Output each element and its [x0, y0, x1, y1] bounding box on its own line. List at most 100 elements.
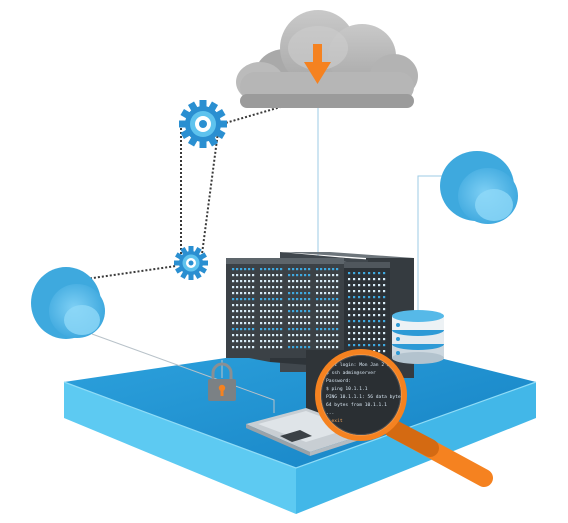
rack-light	[316, 268, 319, 271]
rack-light	[296, 316, 299, 319]
rack-light	[316, 328, 319, 331]
rack-light	[378, 308, 381, 311]
rack-light	[336, 328, 339, 331]
rack-light	[332, 280, 335, 283]
rack-light	[240, 280, 243, 283]
rack-light	[300, 268, 303, 271]
rack-light	[236, 292, 239, 295]
rack-light	[276, 310, 279, 313]
rack-light	[332, 334, 335, 337]
rack-light	[378, 332, 381, 335]
rack-light	[268, 316, 271, 319]
rack-light	[252, 280, 255, 283]
terminal-line: $ ssh admin@server	[326, 370, 376, 376]
rack-light	[363, 296, 366, 299]
rack-light	[348, 326, 351, 329]
rack-light	[288, 280, 291, 283]
rack-light	[383, 350, 386, 353]
blob-left	[31, 267, 105, 339]
rack-light	[324, 334, 327, 337]
rack-light	[232, 268, 235, 271]
rack-light	[288, 334, 291, 337]
rack-light	[304, 280, 307, 283]
rack-light	[320, 340, 323, 343]
rack-light	[383, 320, 386, 323]
rack-light	[292, 274, 295, 277]
rack-light	[276, 292, 279, 295]
rack-light	[276, 322, 279, 325]
rack-light	[252, 268, 255, 271]
rack-light	[248, 274, 251, 277]
rack-light	[332, 316, 335, 319]
rack-light	[373, 326, 376, 329]
rack-light	[276, 346, 279, 349]
rack-light	[240, 292, 243, 295]
server-rack-lights	[232, 268, 386, 353]
rack-light	[232, 274, 235, 277]
rack-light	[232, 334, 235, 337]
rack-light	[240, 340, 243, 343]
rack-light	[236, 334, 239, 337]
rack-light	[320, 268, 323, 271]
rack-light	[383, 296, 386, 299]
rack-light	[336, 292, 339, 295]
cloud-icon	[236, 10, 418, 108]
rack-light	[248, 292, 251, 295]
rack-light	[268, 310, 271, 313]
rack-light	[332, 286, 335, 289]
rack-light	[232, 280, 235, 283]
blob-to-laptop-line	[91, 333, 275, 413]
rack-light	[358, 290, 361, 293]
rack-light	[264, 346, 267, 349]
rack-light	[368, 332, 371, 335]
rack-light	[320, 310, 323, 313]
rack-light	[248, 286, 251, 289]
rack-light	[300, 340, 303, 343]
rack-light	[288, 292, 291, 295]
rack-light	[368, 326, 371, 329]
rack-light	[373, 290, 376, 293]
rack-light	[363, 344, 366, 347]
rack-light	[292, 316, 295, 319]
rack-light	[264, 268, 267, 271]
rack-light	[348, 332, 351, 335]
rack-light	[236, 304, 239, 307]
rack-light	[288, 328, 291, 331]
rack-light	[328, 340, 331, 343]
rack-light	[268, 274, 271, 277]
rack-light	[260, 322, 263, 325]
rack-light	[268, 280, 271, 283]
rack-light	[332, 322, 335, 325]
rack-light	[328, 280, 331, 283]
rack-light	[308, 268, 311, 271]
rack-light	[280, 346, 283, 349]
rack-light	[272, 346, 275, 349]
rack-light	[324, 310, 327, 313]
rack-light	[280, 316, 283, 319]
blob-to-database-line	[417, 175, 446, 310]
rack-light	[252, 322, 255, 325]
rack-light	[232, 304, 235, 307]
rack-light	[252, 310, 255, 313]
rack-light	[308, 322, 311, 325]
rack-light	[280, 268, 283, 271]
rack-light	[353, 284, 356, 287]
rack-light	[332, 328, 335, 331]
rack-light	[292, 340, 295, 343]
rack-light	[320, 328, 323, 331]
rack-light	[268, 346, 271, 349]
rack-light	[280, 310, 283, 313]
rack-light	[316, 310, 319, 313]
rack-light	[368, 308, 371, 311]
rack-light	[236, 322, 239, 325]
rack-light	[336, 346, 339, 349]
rack-light	[252, 340, 255, 343]
rack-light	[336, 286, 339, 289]
terminal-line: 64 bytes from 10.1.1.1	[326, 402, 387, 408]
rack-light	[336, 310, 339, 313]
rack-light	[358, 296, 361, 299]
laptop-trackpad	[280, 430, 312, 442]
rack-light	[383, 308, 386, 311]
rack-light	[264, 292, 267, 295]
rack-light	[248, 298, 251, 301]
